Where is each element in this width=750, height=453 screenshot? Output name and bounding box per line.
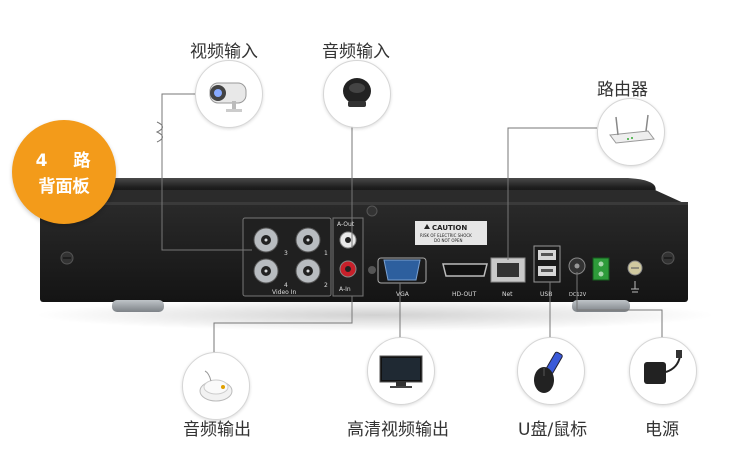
label-audio-out: 音频输出	[183, 420, 251, 440]
badge-line2: 背面板	[38, 177, 90, 197]
bnc-num-2: 2	[324, 282, 328, 289]
label-usb: U盘/鼠标	[518, 420, 588, 440]
caution-title: CAUTION	[432, 224, 467, 232]
vga-text: VGA	[396, 291, 410, 298]
a-out-text: A-Out	[337, 221, 355, 228]
power-adapter-icon	[629, 337, 697, 405]
caution-line1: RISK OF ELECTRIC SHOCK	[420, 233, 472, 238]
video-in-text: Video In	[272, 289, 296, 296]
label-router: 路由器	[597, 80, 648, 100]
label-video-in: 视频输入	[190, 42, 258, 62]
camera-icon	[195, 60, 263, 128]
router-icon	[597, 98, 665, 166]
dc-text: DC12V	[569, 292, 587, 298]
bnc-num-3: 3	[284, 250, 288, 257]
microphone-icon	[323, 60, 391, 128]
monitor-icon	[367, 337, 435, 405]
caution-line2: DO NOT OPEN	[434, 238, 462, 243]
usb-text: USB	[540, 291, 552, 298]
badge-line1: 4 路	[35, 151, 101, 171]
label-power: 电源	[645, 420, 679, 440]
label-audio-in: 音频输入	[322, 42, 390, 62]
speaker-icon	[182, 352, 250, 420]
bnc-num-4: 4	[284, 282, 288, 289]
net-text: Net	[502, 291, 513, 298]
usb-mouse-icon	[517, 337, 585, 405]
a-in-text: A-In	[339, 286, 351, 293]
label-hd-out: 高清视频输出	[347, 420, 449, 440]
hdout-text: HD-OUT	[452, 291, 477, 298]
channel-badge: 4 路 背面板	[12, 120, 116, 224]
bnc-num-1: 1	[324, 250, 328, 257]
